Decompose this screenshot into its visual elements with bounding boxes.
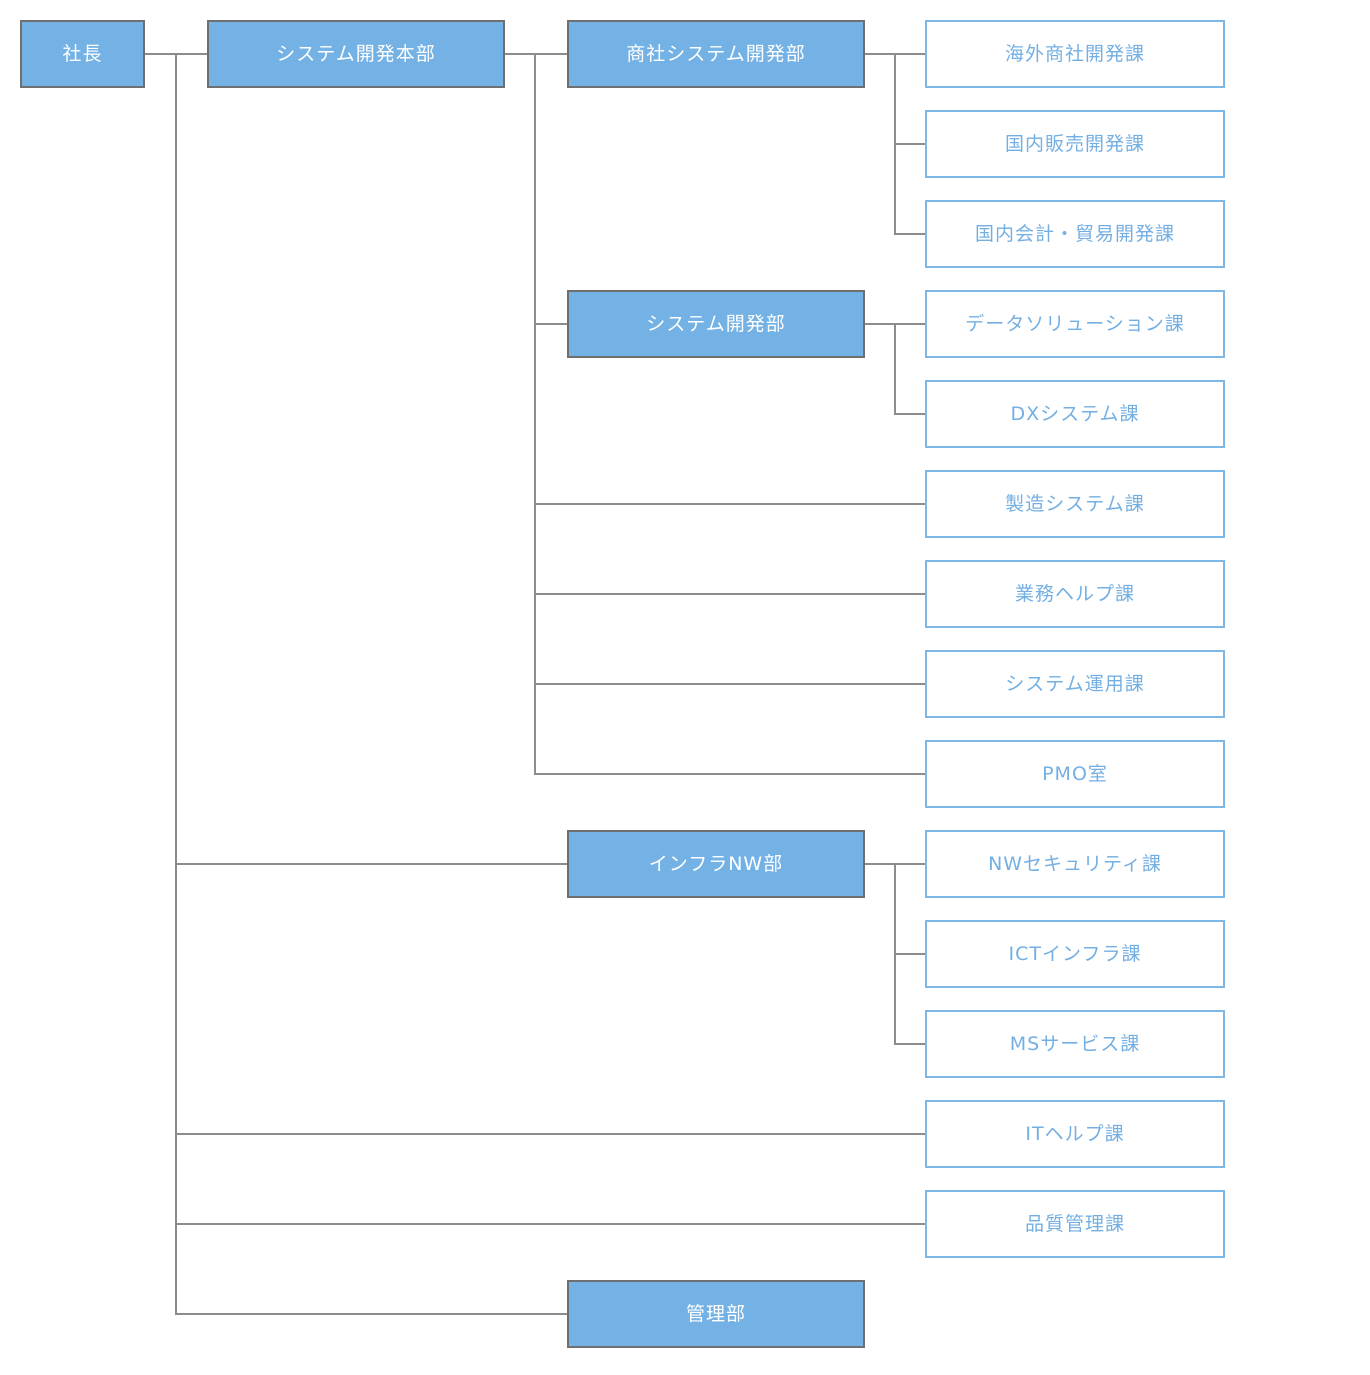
node-nw-security: NWセキュリティ課 xyxy=(925,830,1225,898)
node-manufacturing-system: 製造システム課 xyxy=(925,470,1225,538)
connector-branch-quality xyxy=(176,1223,925,1225)
connector-president-trunk xyxy=(175,53,177,1315)
connector-branch-system-dev-dept xyxy=(535,323,567,325)
connector-system-dev-dept-to-data-solution xyxy=(865,323,925,325)
connector-system-dev-hq-to-trading-dept xyxy=(505,53,567,55)
connector-branch-infra-nw xyxy=(176,863,567,865)
connector-branch-pmo xyxy=(535,773,925,775)
connector-branch-ms-service xyxy=(895,1043,925,1045)
node-infra-nw-dept: インフラNW部 xyxy=(567,830,865,898)
node-system-operation: システム運用課 xyxy=(925,650,1225,718)
node-it-help: ITヘルプ課 xyxy=(925,1100,1225,1168)
connector-branch-manufacturing xyxy=(535,503,925,505)
node-domestic-accounting-trade-dev: 国内会計・貿易開発課 xyxy=(925,200,1225,268)
connector-branch-system-operation xyxy=(535,683,925,685)
connector-branch-admin xyxy=(176,1313,567,1315)
connector-branch-dx-system xyxy=(895,413,925,415)
connector-president-to-system-dev-hq xyxy=(145,53,207,55)
node-ms-service: MSサービス課 xyxy=(925,1010,1225,1078)
node-domestic-sales-dev: 国内販売開発課 xyxy=(925,110,1225,178)
node-ict-infra: ICTインフラ課 xyxy=(925,920,1225,988)
connector-branch-domestic-accounting xyxy=(895,233,925,235)
connector-system-dev-dept-trunk xyxy=(894,323,896,415)
node-system-dev-dept: システム開発部 xyxy=(567,290,865,358)
connector-branch-it-help xyxy=(176,1133,925,1135)
node-pmo-office: PMO室 xyxy=(925,740,1225,808)
node-data-solution: データソリューション課 xyxy=(925,290,1225,358)
connector-infra-nw-to-nw-security xyxy=(865,863,925,865)
node-trading-system-dev-dept: 商社システム開発部 xyxy=(567,20,865,88)
connector-branch-business-help xyxy=(535,593,925,595)
node-business-help: 業務ヘルプ課 xyxy=(925,560,1225,628)
connector-branch-domestic-sales xyxy=(895,143,925,145)
node-quality-management: 品質管理課 xyxy=(925,1190,1225,1258)
node-admin-dept: 管理部 xyxy=(567,1280,865,1348)
connector-trading-dept-to-overseas xyxy=(865,53,925,55)
connector-system-dev-hq-trunk xyxy=(534,53,536,775)
node-overseas-trading-dev: 海外商社開発課 xyxy=(925,20,1225,88)
connector-branch-ict-infra xyxy=(895,953,925,955)
node-dx-system: DXシステム課 xyxy=(925,380,1225,448)
node-system-dev-hq: システム開発本部 xyxy=(207,20,505,88)
node-president: 社長 xyxy=(20,20,145,88)
